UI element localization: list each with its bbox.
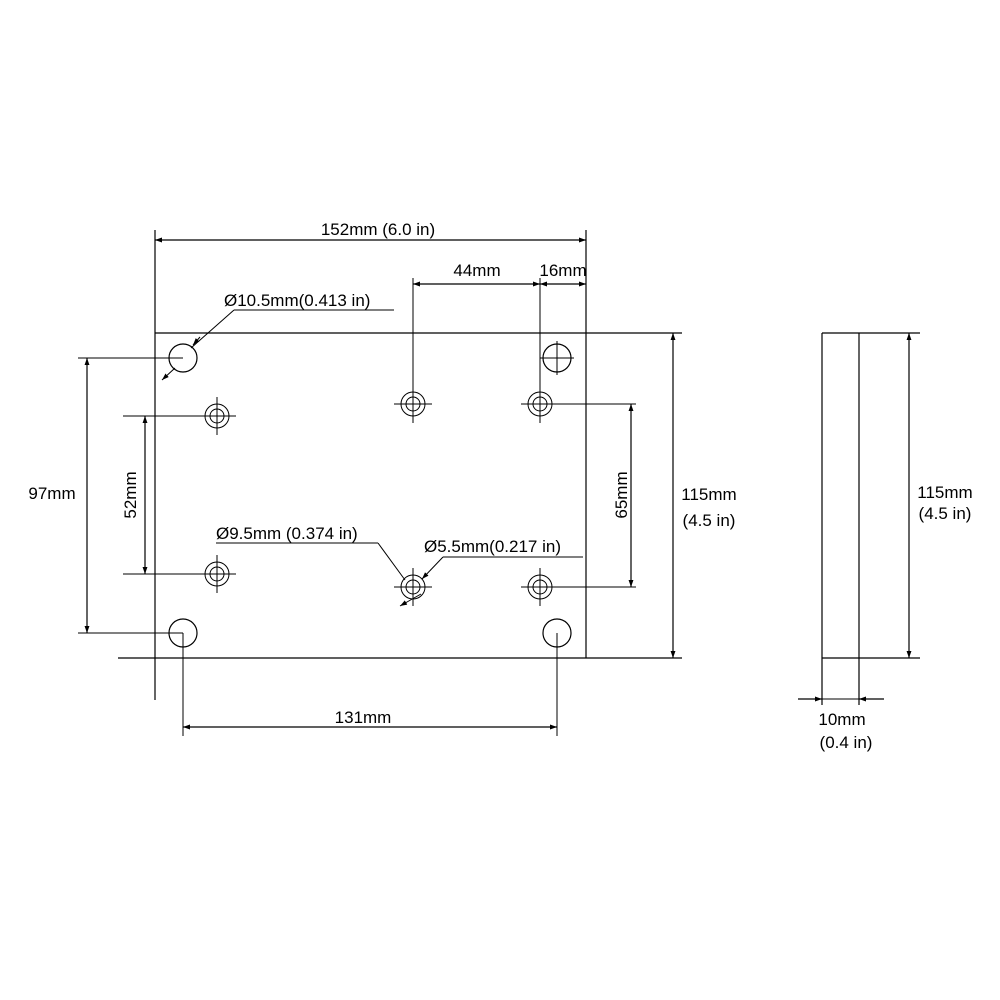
dim-label-counterbore: Ø9.5mm (0.374 in) <box>216 524 358 543</box>
side-dim-label-10-in: (0.4 in) <box>820 733 873 752</box>
leader-line <box>161 367 176 381</box>
dim-label-115-in: (4.5 in) <box>683 511 736 530</box>
leader-line <box>192 336 201 346</box>
dim-label-152: 152mm (6.0 in) <box>321 220 435 239</box>
dim-label-131: 131mm <box>335 708 392 727</box>
dim-label-97: 97mm <box>28 484 75 503</box>
side-dim-label-10: 10mm <box>818 710 865 729</box>
dim-label-115: 115mm <box>681 485 736 504</box>
dim-label-16: 16mm <box>539 261 586 280</box>
side-dim-label-115: 115mm <box>917 483 972 502</box>
leader-line <box>421 556 444 580</box>
leader-line <box>190 309 235 349</box>
counterbore-hole <box>394 568 432 606</box>
dim-label-thru-hole: Ø5.5mm(0.217 in) <box>424 537 561 556</box>
dim-label-65: 65mm <box>612 471 631 518</box>
side-dim-label-115-in: (4.5 in) <box>919 504 972 523</box>
front-view: 152mm (6.0 in) 44mm 16mm Ø10.5mm(0.413 i… <box>28 220 737 736</box>
dim-label-52: 52mm <box>121 471 140 518</box>
leader-line <box>399 593 422 607</box>
dim-label-44: 44mm <box>453 261 500 280</box>
side-view: 115mm (4.5 in) 10mm (0.4 in) <box>798 332 973 752</box>
leader-line <box>377 542 406 581</box>
dim-label-large-hole: Ø10.5mm(0.413 in) <box>224 291 370 310</box>
